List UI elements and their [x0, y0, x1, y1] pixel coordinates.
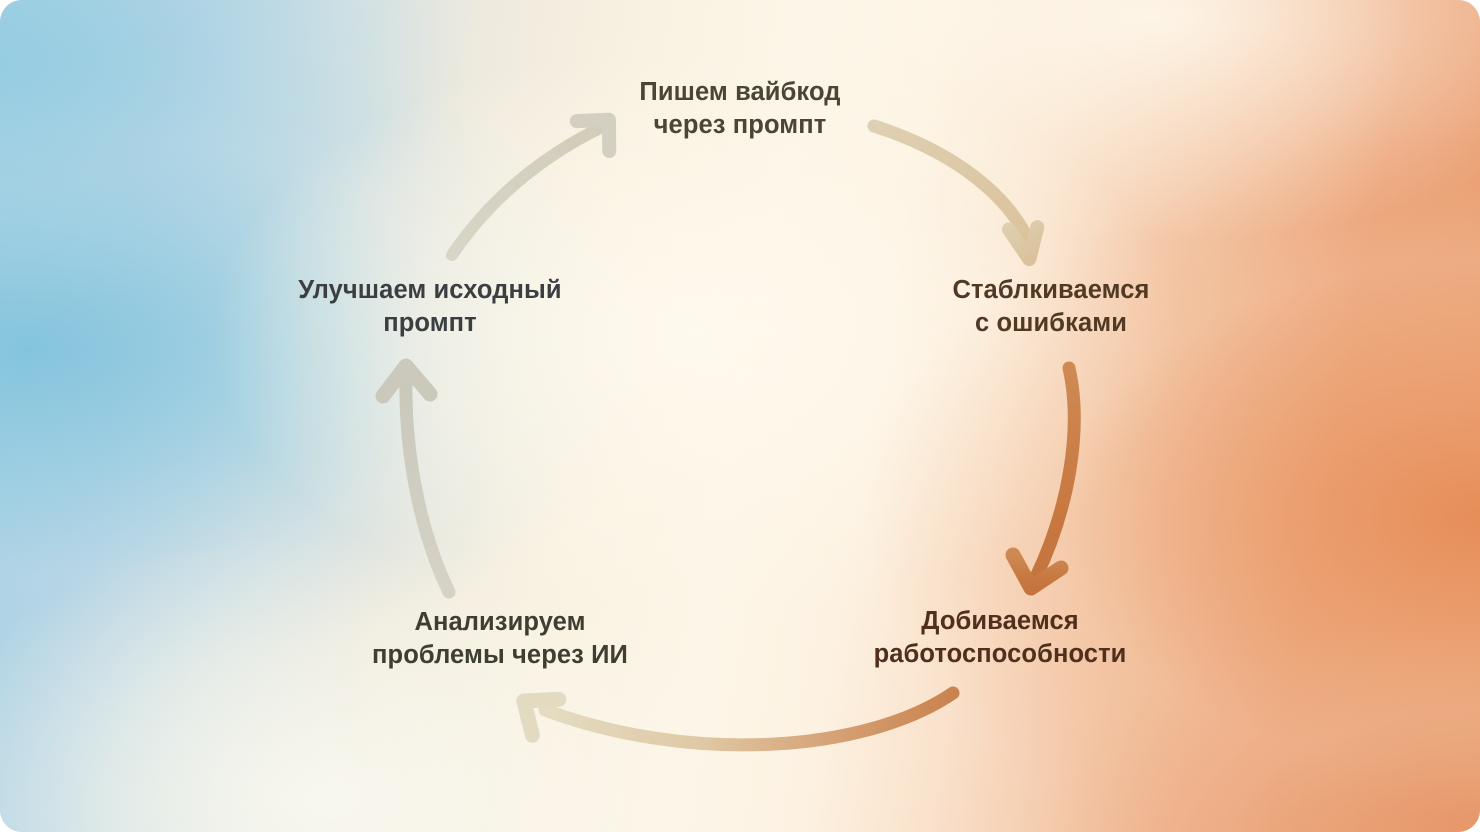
arrow-working-to-analyze: [516, 686, 960, 752]
node-label-hit-errors: Стаблкиваемся с ошибками: [952, 276, 1150, 337]
node-label-improve-prompt: Улучшаем исходный промпт: [298, 276, 562, 337]
node-label-reach-working-state: Добиваемся работоспособности: [873, 607, 1127, 668]
arrow-prompt-to-write: [446, 112, 617, 261]
node-label-analyze-problems: Анализируем проблемы через ИИ: [372, 608, 628, 669]
arrow-analyze-to-prompt: [375, 358, 456, 599]
arrow-write-to-errors: [867, 119, 1045, 267]
arrow-errors-to-working: [1005, 361, 1081, 596]
node-label-write-vibecode: Пишем вайбкод через промпт: [639, 78, 841, 139]
